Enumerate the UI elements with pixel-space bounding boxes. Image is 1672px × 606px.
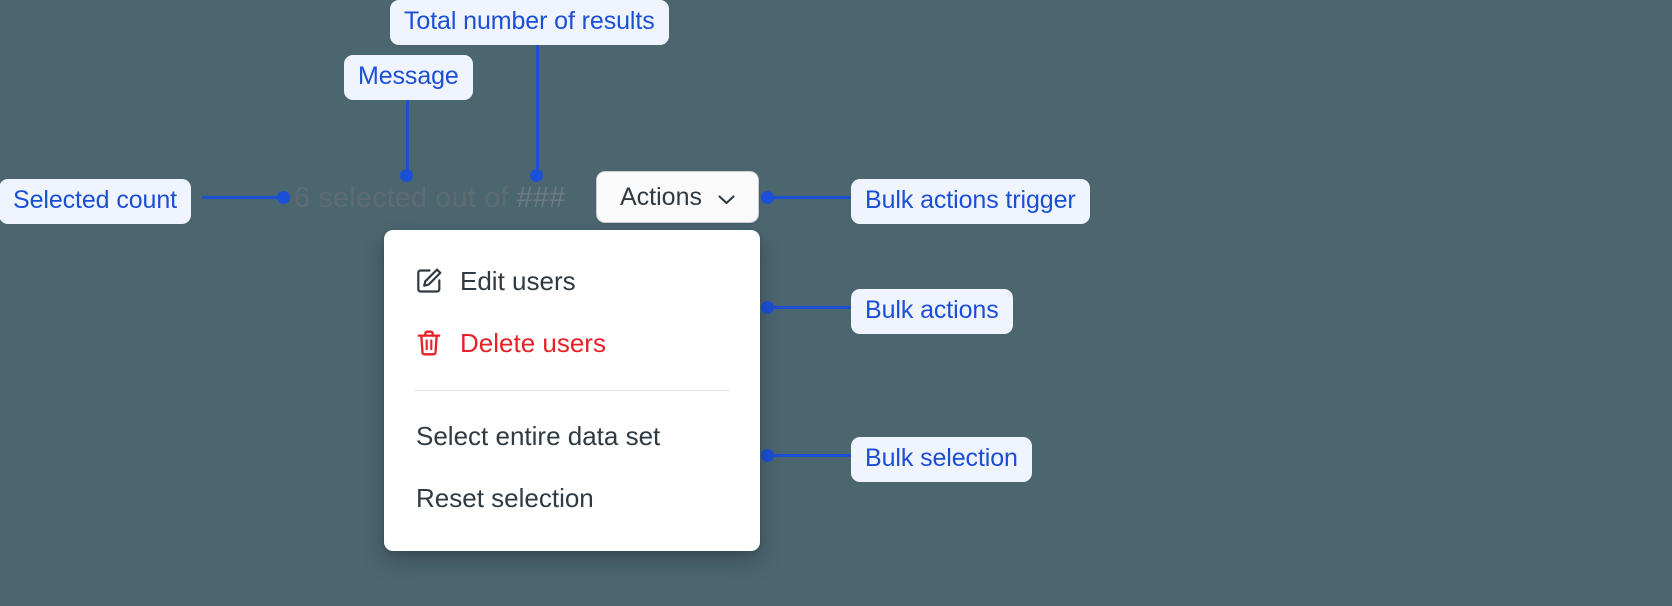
selection-message: 6 selected out of ### (294, 180, 565, 216)
bulk-actions-trigger-button[interactable]: Actions (596, 171, 759, 223)
menu-item-label: Select entire data set (416, 420, 661, 451)
menu-item-label: Edit users (460, 265, 576, 296)
annotation-bulk-actions: Bulk actions (851, 289, 1013, 334)
connector-dot-total-results (530, 169, 543, 182)
connector-line-message (406, 92, 409, 175)
connector-line-bulk-actions-trigger (766, 196, 852, 199)
edit-pencil-icon (414, 266, 444, 296)
connector-line-selected-count (202, 196, 284, 199)
menu-item-select-entire-data-set[interactable]: Select entire data set (384, 405, 760, 467)
trash-icon (414, 328, 444, 358)
menu-item-edit-users[interactable]: Edit users (384, 250, 760, 312)
connector-dot-bulk-actions (761, 301, 774, 314)
menu-divider (414, 390, 730, 391)
bulk-actions-dropdown-menu: Edit users Delete users Select entire da… (384, 230, 760, 551)
connector-dot-bulk-selection (761, 449, 774, 462)
annotation-selected-count: Selected count (0, 179, 191, 224)
connector-dot-message (400, 169, 413, 182)
connector-dot-selected-count (277, 191, 290, 204)
total-results-text: ### (516, 182, 566, 214)
annotation-message: Message (344, 55, 473, 100)
annotation-bulk-selection: Bulk selection (851, 437, 1032, 482)
menu-item-label: Reset selection (416, 482, 594, 513)
actions-button-label: Actions (620, 182, 702, 211)
annotation-total-number-of-results: Total number of results (390, 0, 669, 45)
menu-item-label: Delete users (460, 327, 606, 358)
selected-count-text: 6 selected out of (294, 182, 517, 214)
menu-item-delete-users[interactable]: Delete users (384, 312, 760, 374)
menu-item-reset-selection[interactable]: Reset selection (384, 467, 760, 529)
connector-line-bulk-selection (766, 454, 852, 457)
chevron-down-icon (718, 192, 735, 205)
connector-dot-bulk-actions-trigger (761, 191, 774, 204)
connector-line-total-results (536, 38, 539, 175)
connector-line-bulk-actions (766, 306, 852, 309)
annotation-bulk-actions-trigger: Bulk actions trigger (851, 179, 1090, 224)
